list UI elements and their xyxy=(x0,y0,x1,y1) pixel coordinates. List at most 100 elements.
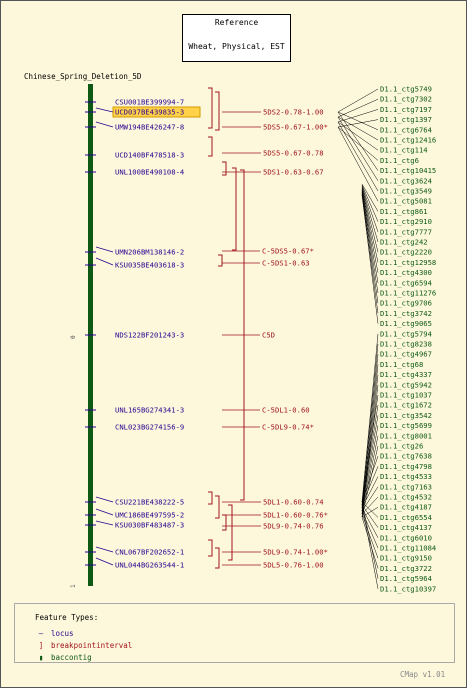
reference-map-box[interactable]: Reference Wheat, Physical, EST xyxy=(182,14,291,62)
interval-label[interactable]: C-5DS5-0.67* xyxy=(262,247,314,256)
contig-label[interactable]: D1.1_ctg12416 xyxy=(380,136,436,145)
contig-label[interactable]: D1.1_ctg10397 xyxy=(380,584,436,593)
contig-label[interactable]: D1.1_ctg9150 xyxy=(380,554,432,563)
interval-label[interactable]: 5DS5-0.67-1.00* xyxy=(263,123,328,132)
interval-label[interactable]: 5DL1-0.60-0.76* xyxy=(263,511,328,520)
correspondence-lines xyxy=(337,88,379,589)
correspondence-line xyxy=(337,88,379,113)
contig-label[interactable]: D1.1_ctg4533 xyxy=(380,472,432,481)
locus-label[interactable]: UMC186BE497595-2 xyxy=(115,511,184,520)
locus-label[interactable]: UMN206BM138146-2 xyxy=(115,248,184,257)
locus-label[interactable]: UCD140BF478518-3 xyxy=(115,151,184,160)
contig-label[interactable]: D1.1_ctg6010 xyxy=(380,533,432,542)
contig-label[interactable]: D1.1_ctg4300 xyxy=(380,268,432,277)
interval-label[interactable]: 5DS5-0.67-0.78 xyxy=(263,149,324,158)
contig-label[interactable]: D1.1_ctg4137 xyxy=(380,523,432,532)
contig-label[interactable]: D1.1_ctg6594 xyxy=(380,278,432,287)
contig-label[interactable]: D1.1_ctg3742 xyxy=(380,309,432,318)
contig-label[interactable]: D1.1_ctg3549 xyxy=(380,187,432,196)
correspondence-line xyxy=(361,516,379,569)
locus-label[interactable]: CNL023BG274156-9 xyxy=(115,423,184,432)
interval-label[interactable]: C-5DL1-0.60 xyxy=(262,406,310,415)
contig-label[interactable]: D1.1_ctg114 xyxy=(380,146,428,155)
contig-label[interactable]: D1.1_ctg7777 xyxy=(380,227,432,236)
contig-label[interactable]: D1.1_ctg2220 xyxy=(380,248,432,257)
version-label: CMap v1.01 xyxy=(400,670,446,679)
contig-label[interactable]: D1.1_ctg1037 xyxy=(380,391,432,400)
contig-label[interactable]: D1.1_ctg6 xyxy=(380,156,419,165)
contig-label[interactable]: D1.1_ctg7302 xyxy=(380,95,432,104)
correspondence-line xyxy=(361,501,379,579)
contig-label[interactable]: D1.1_ctg3624 xyxy=(380,176,432,185)
interval-label[interactable]: C-5DL9-0.74* xyxy=(262,423,314,432)
locus-label[interactable]: KSU030BF483487-3 xyxy=(115,521,184,530)
map-title[interactable]: Chinese_Spring_Deletion_5D xyxy=(24,72,142,81)
contig-label[interactable]: D1.1_ctg2910 xyxy=(380,217,432,226)
contig-label[interactable]: D1.1_ctg3722 xyxy=(380,564,432,573)
correspondence-line xyxy=(361,405,379,506)
contig-label[interactable]: D1.1_ctg5964 xyxy=(380,574,432,583)
correspondence-line xyxy=(361,191,379,294)
contig-label[interactable]: D1.1_ctg4337 xyxy=(380,370,432,379)
contig-label[interactable]: D1.1_ctg8238 xyxy=(380,340,432,349)
contig-label[interactable]: D1.1_ctg12958 xyxy=(380,258,436,267)
interval-label[interactable]: 5DL1-0.60-0.74 xyxy=(263,498,324,507)
scale-top-label: 0 xyxy=(70,335,77,339)
contig-label[interactable]: D1.1_ctg9065 xyxy=(380,319,432,328)
locus-label[interactable]: UNL100BE490108-4 xyxy=(115,168,184,177)
interval-label[interactable]: 5DL9-0.74-1.00* xyxy=(263,548,328,557)
contig-label[interactable]: D1.1_ctg5749 xyxy=(380,85,432,94)
interval-label[interactable]: C5D xyxy=(262,331,275,340)
interval-label[interactable]: 5DL9-0.74-0.76 xyxy=(263,522,324,531)
interval-label[interactable]: C-5DS1-0.63 xyxy=(262,259,310,268)
contig-label[interactable]: D1.1_ctg4967 xyxy=(380,350,432,359)
contig-label[interactable]: D1.1_ctg6764 xyxy=(380,125,432,134)
contig-label[interactable]: D1.1_ctg5699 xyxy=(380,421,432,430)
locus-label[interactable]: UNL044BG263544-1 xyxy=(115,561,184,570)
contig-label[interactable]: D1.1_ctg7163 xyxy=(380,482,432,491)
locus-label[interactable]: CSU001BE399994-7 xyxy=(115,98,184,107)
contig-label[interactable]: D1.1_ctg242 xyxy=(380,238,428,247)
contig-label[interactable]: D1.1_ctg1672 xyxy=(380,401,432,410)
locus-connector xyxy=(95,107,114,113)
correspondence-line xyxy=(361,445,379,518)
interval-label[interactable]: 5DS2-0.78-1.00 xyxy=(263,108,324,117)
correspondence-line xyxy=(361,188,379,263)
contig-label[interactable]: D1.1_ctg11276 xyxy=(380,289,436,298)
contig-label[interactable]: D1.1_ctg4532 xyxy=(380,493,432,502)
contig-label[interactable]: D1.1_ctg7197 xyxy=(380,105,432,114)
contig-label[interactable]: D1.1_ctg26 xyxy=(380,442,423,451)
locus-label[interactable]: UNL165BG274341-3 xyxy=(115,406,184,415)
contig-label[interactable]: D1.1_ctg11084 xyxy=(380,544,436,553)
locus-label[interactable]: CNL067BF202652-1 xyxy=(115,548,184,557)
locus-label[interactable]: KSU035BE403618-3 xyxy=(115,261,184,270)
interval-bracket xyxy=(208,491,213,505)
interval-bracket xyxy=(228,504,233,561)
locus-label[interactable]: CSU221BE438222-5 xyxy=(115,498,184,507)
contig-label[interactable]: D1.1_ctg8001 xyxy=(380,431,432,440)
contig-label[interactable]: D1.1_ctg68 xyxy=(380,360,423,369)
legend-locus-icon: — xyxy=(38,629,44,638)
contig-label[interactable]: D1.1_ctg861 xyxy=(380,207,428,216)
contig-label[interactable]: D1.1_ctg5942 xyxy=(380,380,432,389)
contig-label[interactable]: D1.1_ctg9706 xyxy=(380,299,432,308)
correspondence-line xyxy=(361,186,379,243)
contig-label[interactable]: D1.1_ctg7638 xyxy=(380,452,432,461)
contig-label[interactable]: D1.1_ctg4187 xyxy=(380,503,432,512)
locus-label[interactable]: UCD037BE439835-3 xyxy=(115,108,184,117)
interval-label[interactable]: 5DS1-0.63-0.67 xyxy=(263,168,324,177)
interval-label[interactable]: 5DL5-0.76-1.00 xyxy=(263,561,324,570)
correspondence-line xyxy=(361,425,379,512)
interval-bracket xyxy=(232,167,237,251)
contig-label[interactable]: D1.1_ctg5794 xyxy=(380,329,432,338)
contig-label[interactable]: D1.1_ctg3542 xyxy=(380,411,432,420)
locus-label[interactable]: NDS122BF201243-3 xyxy=(115,331,184,340)
contig-label[interactable]: D1.1_ctg6554 xyxy=(380,513,432,522)
locus-label[interactable]: UMW194BE426247-8 xyxy=(115,123,184,132)
contig-label[interactable]: D1.1_ctg5081 xyxy=(380,197,432,206)
correspondence-line xyxy=(361,435,379,515)
contig-label[interactable]: D1.1_ctg10415 xyxy=(380,166,436,175)
contig-label[interactable]: D1.1_ctg4798 xyxy=(380,462,432,471)
locus-connector xyxy=(95,246,114,253)
contig-label[interactable]: D1.1_ctg1397 xyxy=(380,115,432,124)
